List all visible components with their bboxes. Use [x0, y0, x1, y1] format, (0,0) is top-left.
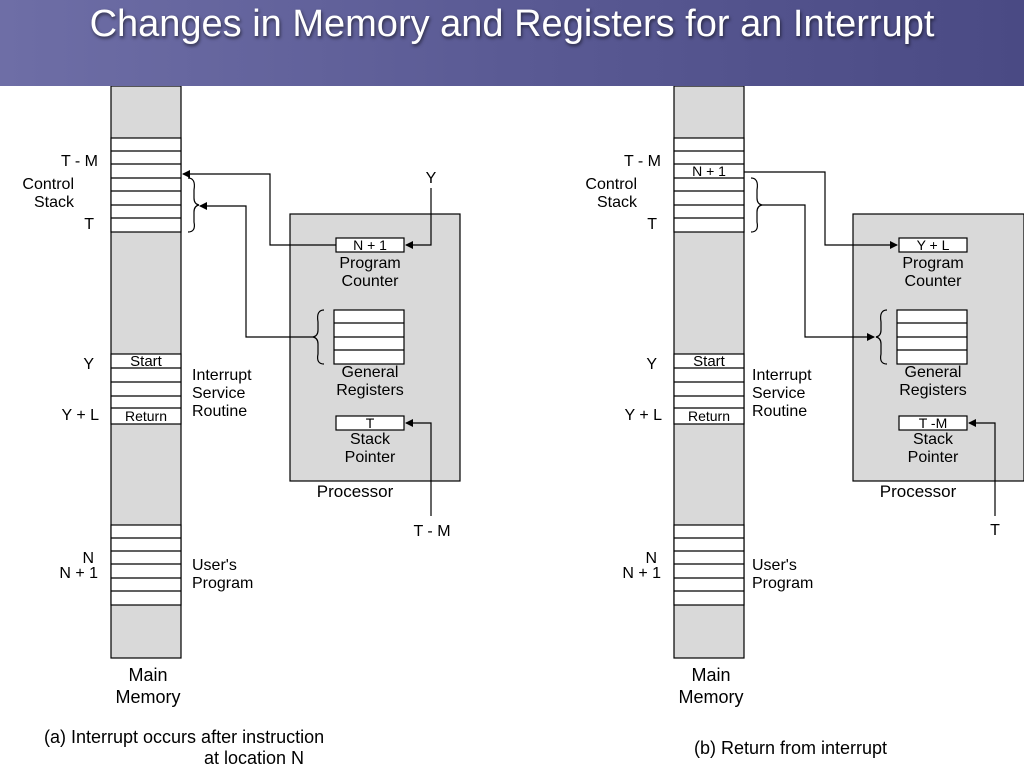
gr-label-2: Registers: [899, 382, 967, 399]
diagram-b: N + 1 Start Return T - M Control Stack T…: [585, 85, 1024, 758]
stack-pointer-value: T: [366, 415, 375, 431]
arrows-b: [744, 171, 996, 516]
main-memory-label-1: Main: [128, 665, 167, 685]
main-memory-label-2: Memory: [678, 687, 743, 707]
label-t: T: [647, 216, 657, 233]
slide-header: Changes in Memory and Registers for an I…: [0, 0, 1024, 86]
isr-label-3: Routine: [192, 403, 247, 420]
stack-brace: [187, 177, 200, 233]
gr-label-2: Registers: [336, 382, 404, 399]
label-n: N: [645, 550, 657, 567]
label-stack: Stack: [597, 194, 638, 211]
input-y-label: Y: [426, 170, 437, 187]
isr-label-1: Interrupt: [752, 367, 812, 384]
label-y: Y: [83, 356, 94, 373]
pc-label-2: Counter: [342, 273, 400, 290]
stack-pointer-register: [335, 415, 405, 431]
label-t: T: [84, 216, 94, 233]
label-stack: Stack: [34, 194, 75, 211]
program-counter-value: N + 1: [353, 237, 387, 253]
program-counter-value: Y + L: [917, 237, 950, 253]
user-program-block: [110, 524, 182, 606]
gr-label-1: General: [905, 364, 962, 381]
input-sp-label: T - M: [413, 523, 450, 540]
general-registers: [896, 309, 968, 365]
isr-block: [673, 353, 745, 425]
label-control: Control: [585, 176, 637, 193]
stack-brace: [750, 177, 763, 233]
diagram-area: Start Return T - M Control Stack T Y Y +…: [0, 85, 1024, 768]
general-registers: [333, 309, 405, 365]
main-memory-label-2: Memory: [115, 687, 180, 707]
input-sp-label: T: [990, 522, 1000, 539]
control-stack: [110, 137, 182, 233]
isr-label-2: Service: [192, 385, 245, 402]
sp-label-1: Stack: [350, 431, 391, 448]
users-label-2: Program: [192, 575, 253, 592]
caption-b: (b) Return from interrupt: [694, 738, 887, 758]
sp-label-2: Pointer: [908, 449, 959, 466]
users-label-2: Program: [752, 575, 813, 592]
isr-block: [110, 353, 182, 425]
stack-pointer-value: T -M: [919, 415, 948, 431]
label-t-m: T - M: [624, 153, 661, 170]
return-label: Return: [125, 408, 167, 424]
sp-label-2: Pointer: [345, 449, 396, 466]
label-y-plus-l: Y + L: [61, 407, 99, 424]
isr-label-3: Routine: [752, 403, 807, 420]
label-t-m: T - M: [61, 153, 98, 170]
label-control: Control: [22, 176, 74, 193]
processor-label: Processor: [880, 482, 957, 501]
label-n-plus-1: N + 1: [59, 565, 98, 582]
stack-cell-value: N + 1: [692, 163, 726, 179]
stack-pointer-register: [898, 415, 968, 431]
registers-brace: [875, 309, 888, 365]
pc-label-2: Counter: [905, 273, 963, 290]
sp-label-1: Stack: [913, 431, 954, 448]
start-label: Start: [130, 353, 163, 370]
isr-label-1: Interrupt: [192, 367, 252, 384]
users-label-1: User's: [752, 557, 797, 574]
control-stack: [673, 137, 745, 233]
label-y-plus-l: Y + L: [624, 407, 662, 424]
program-counter-register: [898, 237, 968, 253]
main-memory-label-1: Main: [691, 665, 730, 685]
caption-a-line-1: (a) Interrupt occurs after instruction: [44, 727, 324, 747]
diagram-a: Start Return T - M Control Stack T Y Y +…: [22, 85, 461, 768]
pc-label-1: Program: [902, 255, 963, 272]
label-n: N: [82, 550, 94, 567]
label-y: Y: [646, 356, 657, 373]
slide-title: Changes in Memory and Registers for an I…: [89, 3, 935, 45]
caption-a-line-2: at location N: [204, 748, 304, 768]
isr-label-2: Service: [752, 385, 805, 402]
pc-label-1: Program: [339, 255, 400, 272]
start-label: Start: [693, 353, 726, 370]
user-program-block: [673, 524, 745, 606]
return-label: Return: [688, 408, 730, 424]
arrows-a: [182, 170, 432, 516]
users-label-1: User's: [192, 557, 237, 574]
processor-label: Processor: [317, 482, 394, 501]
diagram-canvas: Start Return T - M Control Stack T Y Y +…: [22, 85, 1024, 768]
gr-label-1: General: [342, 364, 399, 381]
label-n-plus-1: N + 1: [622, 565, 661, 582]
